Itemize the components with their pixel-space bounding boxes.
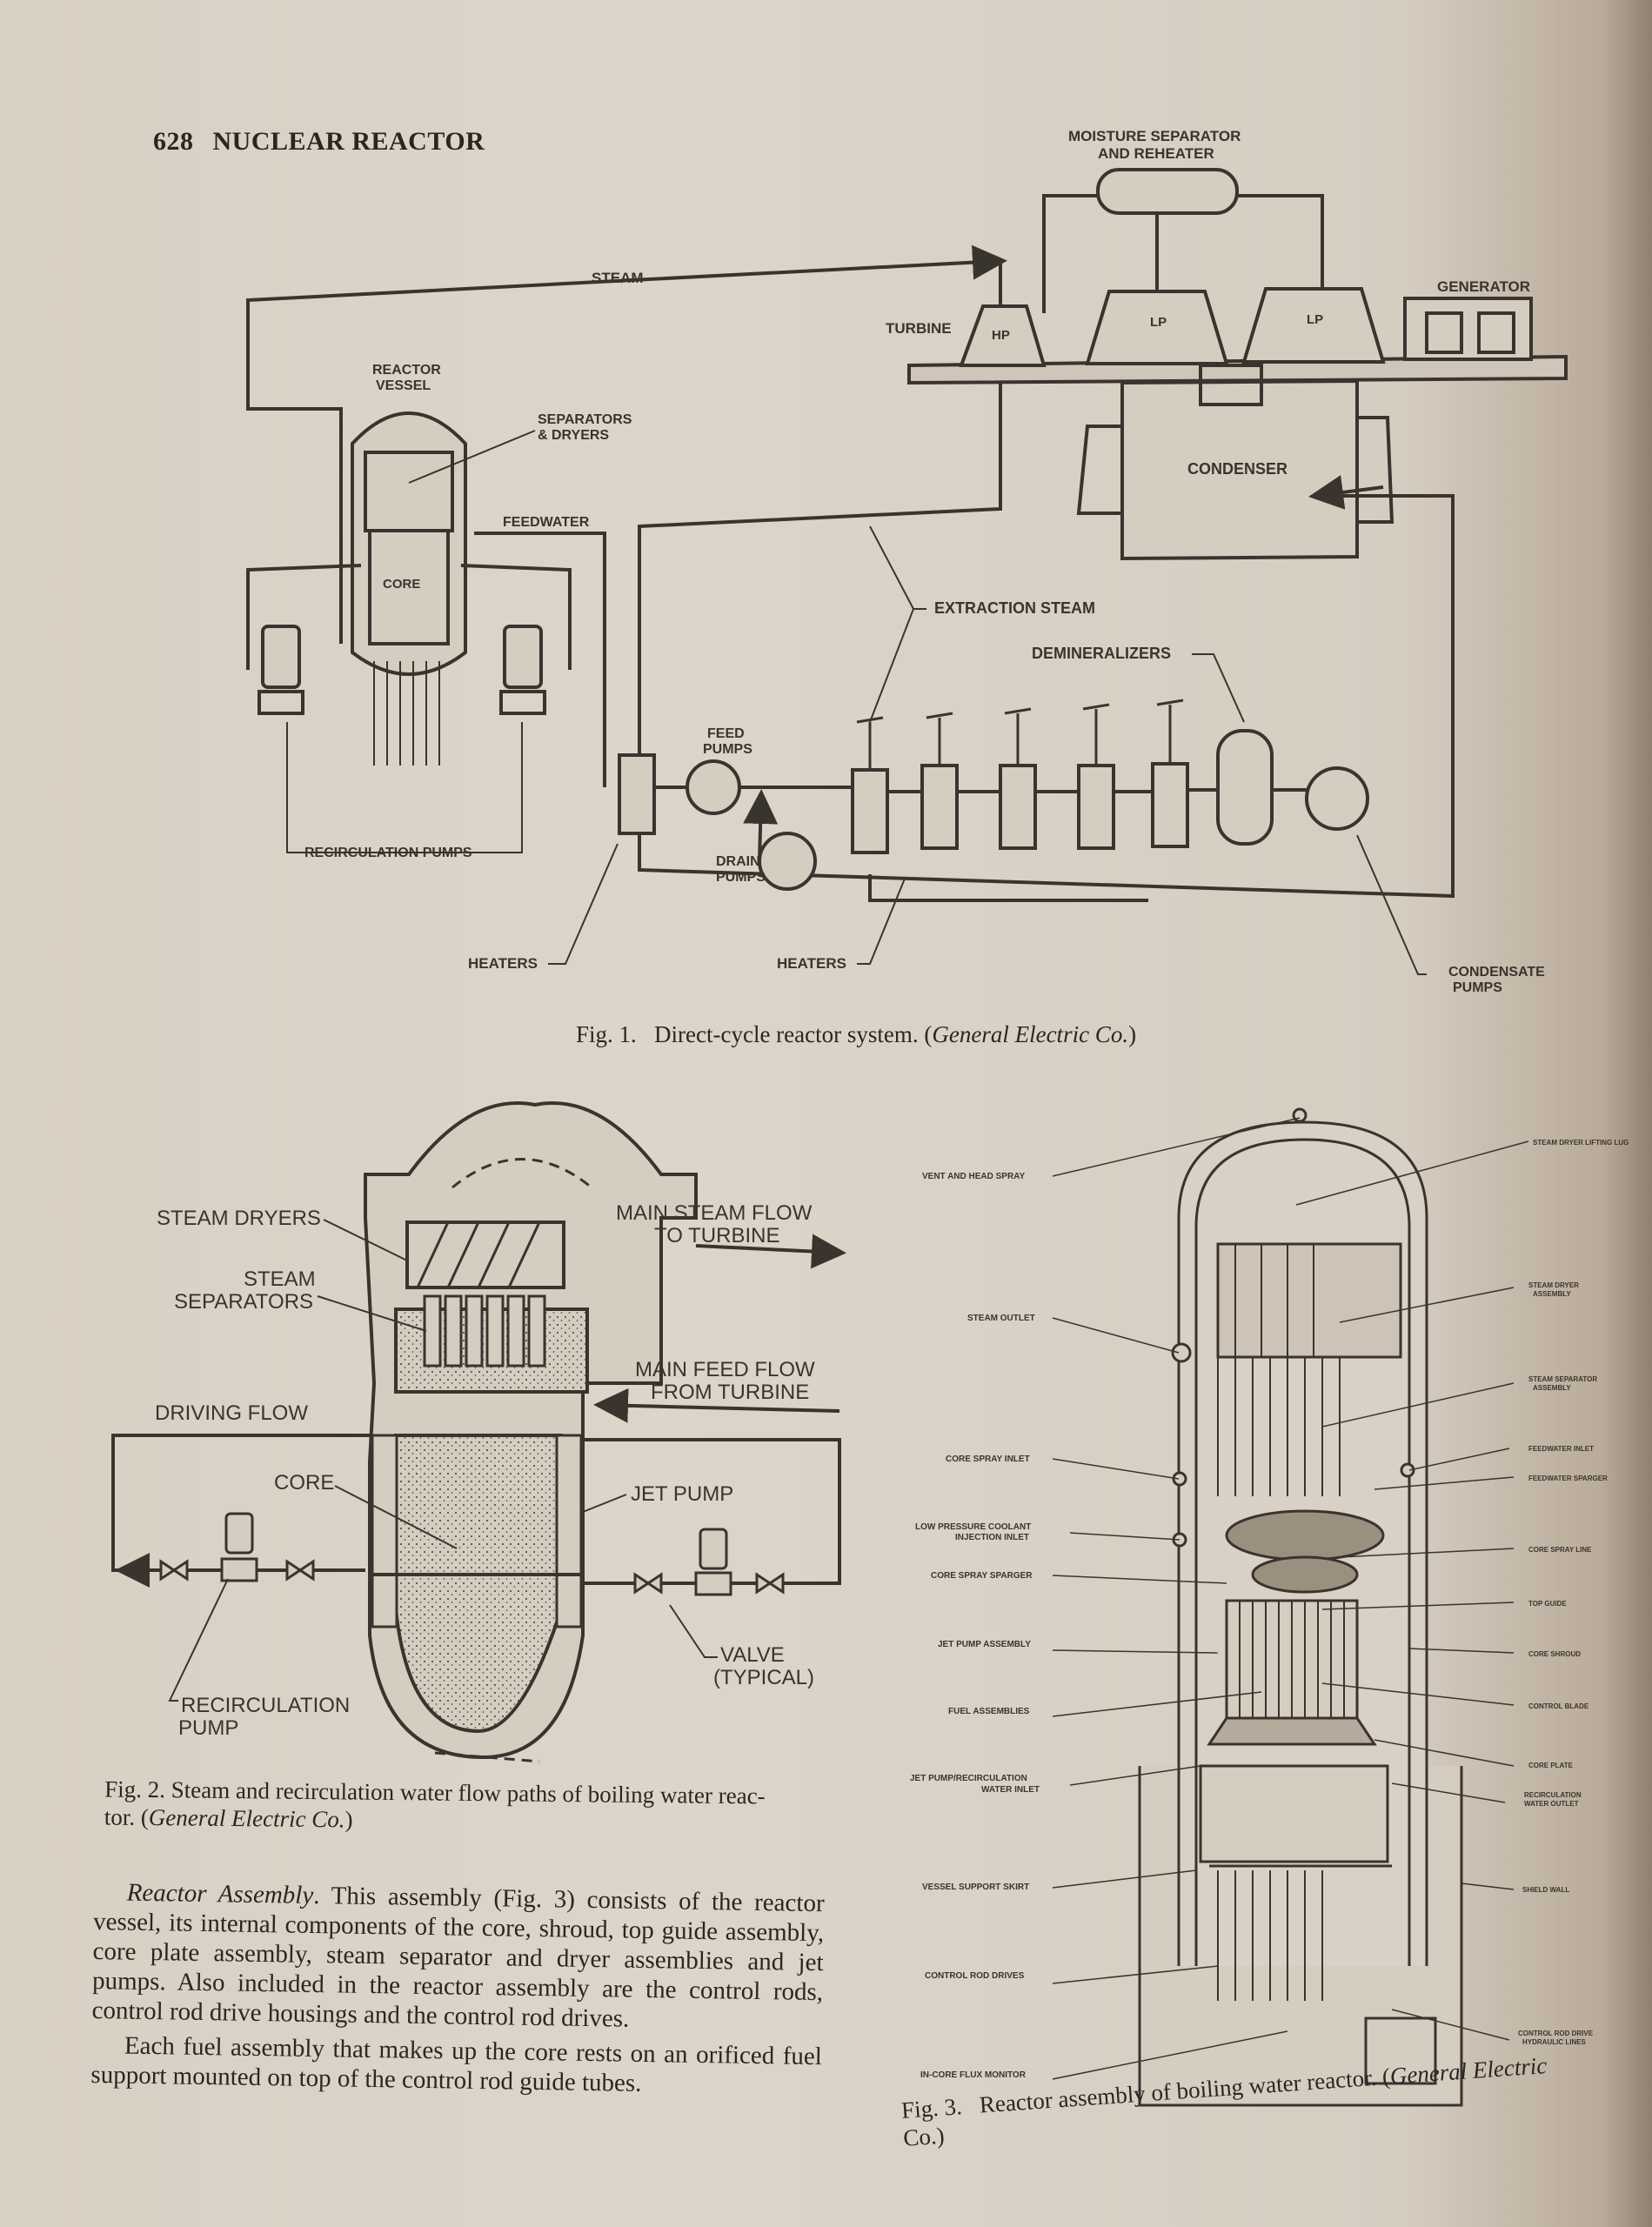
fig2-label-pump: PUMP <box>178 1716 238 1740</box>
fig1-label-feed-pumps: PUMPS <box>703 742 752 757</box>
fig2-label-separators: SEPARATORS <box>174 1290 313 1314</box>
fig3-label-crd: CONTROL ROD DRIVE <box>1518 2030 1594 2037</box>
fig3-label-feedwater-inlet: FEEDWATER INLET <box>1528 1445 1594 1453</box>
fig3-label-feedwater-sparger: FEEDWATER SPARGER <box>1528 1475 1608 1482</box>
fig1-label-separators: SEPARATORS <box>538 412 632 427</box>
fig3-label-fuel-assemblies: FUEL ASSEMBLIES <box>948 1707 1030 1716</box>
fig2-caption-source: General Electric Co. <box>148 1804 345 1833</box>
fig1-label-extraction-steam: EXTRACTION STEAM <box>934 599 1095 617</box>
fig1-caption-source: General Electric Co. <box>932 1021 1129 1047</box>
fig1-label-steam: STEAM <box>592 270 644 286</box>
fig2-caption: Fig. 2. Steam and recirculation water fl… <box>104 1775 853 1838</box>
fig2-label-jet-pump: JET PUMP <box>631 1482 733 1506</box>
fig3-diagram <box>1138 1107 1463 2107</box>
fig2-label-recirculation: RECIRCULATION <box>181 1694 350 1717</box>
fig3-label-jet-pump-recirc: JET PUMP/RECIRCULATION <box>910 1774 1027 1783</box>
fig3-label-injection-inlet: INJECTION INLET <box>955 1533 1029 1542</box>
fig2-diagram <box>111 1100 846 1763</box>
fig2-label-driving-flow: DRIVING FLOW <box>155 1401 308 1425</box>
fig1-label-reactor: REACTOR <box>372 363 441 378</box>
fig1-label-condensate: CONDENSATE <box>1448 965 1545 980</box>
fig2-label-from-turbine: FROM TURBINE <box>651 1381 809 1404</box>
fig3-label-vessel-support-skirt: VESSEL SUPPORT SKIRT <box>922 1883 1029 1892</box>
fig3-label-steam-dryer-lifting-lug: STEAM DRYER LIFTING LUG <box>1533 1139 1629 1147</box>
fig2-leader-lines <box>168 1219 718 1702</box>
fig3-label-control-blade: CONTROL BLADE <box>1528 1702 1589 1710</box>
fig3-left-labels: VENT AND HEAD SPRAY STEAM OUTLET CORE SP… <box>910 1172 1040 2080</box>
fig2-label-core: CORE <box>274 1471 334 1495</box>
fig1-label-condenser: CONDENSER <box>1187 460 1287 478</box>
paragraph-2: Each fuel assembly that makes up the cor… <box>90 2031 823 2097</box>
body-text: Reactor Assembly. This assembly (Fig. 3)… <box>90 1877 825 2101</box>
fig3-label-steam-separator: STEAM SEPARATOR <box>1528 1375 1597 1383</box>
fig2-label-steam-dryers: STEAM DRYERS <box>157 1207 321 1230</box>
fig1-label-and-dryers: & DRYERS <box>538 428 609 443</box>
fig1-label-demineralizers: DEMINERALIZERS <box>1032 645 1171 662</box>
fig1-label-heaters-right: HEATERS <box>777 955 846 972</box>
fig1-diagram <box>246 168 1568 902</box>
fig1-label-vessel: VESSEL <box>376 378 431 393</box>
fig1-caption-text: Direct-cycle reactor system. ( <box>654 1021 933 1047</box>
page-header: 628 NUCLEAR REACTOR <box>153 127 485 157</box>
fig1-label-turbine: TURBINE <box>886 320 952 337</box>
fig2-label-typical: (TYPICAL) <box>713 1666 814 1689</box>
fig2-label-valve: VALVE <box>720 1643 785 1667</box>
fig3-label-core-spray-line: CORE SPRAY LINE <box>1528 1546 1592 1554</box>
fig3-label-hydraulic-lines: HYDRAULIC LINES <box>1522 2038 1587 2046</box>
page-number: 628 <box>153 127 194 156</box>
fig1-label-condensate-pumps: PUMPS <box>1453 980 1502 995</box>
fig2-label-main-steam-flow: MAIN STEAM FLOW <box>616 1201 813 1225</box>
fig3-label-steam-dryer-assembly: ASSEMBLY <box>1533 1290 1571 1298</box>
fig3-label-top-guide: TOP GUIDE <box>1528 1600 1567 1608</box>
fig3-label-lpci: LOW PRESSURE COOLANT <box>915 1522 1031 1532</box>
paragraph-1-title: Reactor Assembly <box>126 1878 314 1909</box>
fig1-labels: STEAM MOISTURE SEPARATOR AND REHEATER GE… <box>304 128 1545 995</box>
fig2-label-to-turbine: TO TURBINE <box>654 1224 779 1247</box>
paragraph-1: Reactor Assembly. This assembly (Fig. 3)… <box>91 1877 825 2036</box>
fig1-label-and-reheater: AND REHEATER <box>1098 145 1214 162</box>
fig3-label-core-plate: CORE PLATE <box>1528 1762 1574 1769</box>
fig1-label-hp: HP <box>992 328 1010 343</box>
fig1-caption: Fig. 1. Direct-cycle reactor system. (Ge… <box>576 1020 1136 1048</box>
fig1-label-lp-1: LP <box>1150 315 1167 330</box>
fig3-label-steam-outlet: STEAM OUTLET <box>967 1314 1035 1323</box>
fig3-label-jet-pump-assembly: JET PUMP ASSEMBLY <box>938 1640 1031 1649</box>
fig1-label-lp-2: LP <box>1307 312 1323 327</box>
fig3-label-water-outlet: WATER OUTLET <box>1524 1800 1579 1808</box>
fig1-label-recirculation-pumps: RECIRCULATION PUMPS <box>304 846 472 860</box>
fig1-leader-lines <box>286 430 1427 975</box>
fig3-label-core-spray-sparger: CORE SPRAY SPARGER <box>931 1571 1033 1581</box>
fig3-label-core-shroud: CORE SHROUD <box>1528 1650 1581 1658</box>
fig3-label-in-core-flux-monitor: IN-CORE FLUX MONITOR <box>920 2070 1027 2080</box>
fig3-label-core-spray-inlet: CORE SPRAY INLET <box>946 1455 1030 1464</box>
fig3-caption-prefix: Fig. 3. <box>900 2093 963 2123</box>
fig2-label-main-feed-flow: MAIN FEED FLOW <box>635 1358 815 1381</box>
fig2-labels: STEAM DRYERS STEAM SEPARATORS MAIN STEAM… <box>155 1201 815 1740</box>
fig3-label-steam-dryer: STEAM DRYER <box>1528 1281 1579 1289</box>
fig1-label-drain: DRAIN <box>716 854 760 869</box>
fig1-label-drain-pumps: PUMPS <box>716 870 766 885</box>
fig3-label-recirculation: RECIRCULATION <box>1524 1791 1582 1799</box>
fig1-label-heaters-left: HEATERS <box>468 955 538 972</box>
fig1-label-generator: GENERATOR <box>1437 278 1530 295</box>
fig3-label-steam-separator-assembly: ASSEMBLY <box>1533 1384 1571 1392</box>
fig1-label-moisture-separator: MOISTURE SEPARATOR <box>1068 128 1241 144</box>
fig3-right-labels: STEAM DRYER LIFTING LUG STEAM DRYER ASSE… <box>1518 1139 1629 2046</box>
fig3-label-control-rod-drives: CONTROL ROD DRIVES <box>925 1971 1025 1981</box>
fig1-label-feedwater: FEEDWATER <box>503 515 590 530</box>
fig3-label-shield-wall: SHIELD WALL <box>1522 1886 1569 1894</box>
section-title: NUCLEAR REACTOR <box>212 127 485 156</box>
fig3-leader-lines <box>1052 1117 1529 2080</box>
fig2-label-steam: STEAM <box>244 1267 316 1291</box>
fig1-caption-end: ) <box>1128 1021 1137 1047</box>
fig1-caption-prefix: Fig. 1. <box>576 1021 637 1047</box>
fig3-label-vent-head-spray: VENT AND HEAD SPRAY <box>922 1172 1025 1181</box>
fig1-label-core: CORE <box>383 577 420 592</box>
fig3-label-water-inlet: WATER INLET <box>981 1785 1040 1795</box>
fig1-label-feed: FEED <box>707 726 745 741</box>
